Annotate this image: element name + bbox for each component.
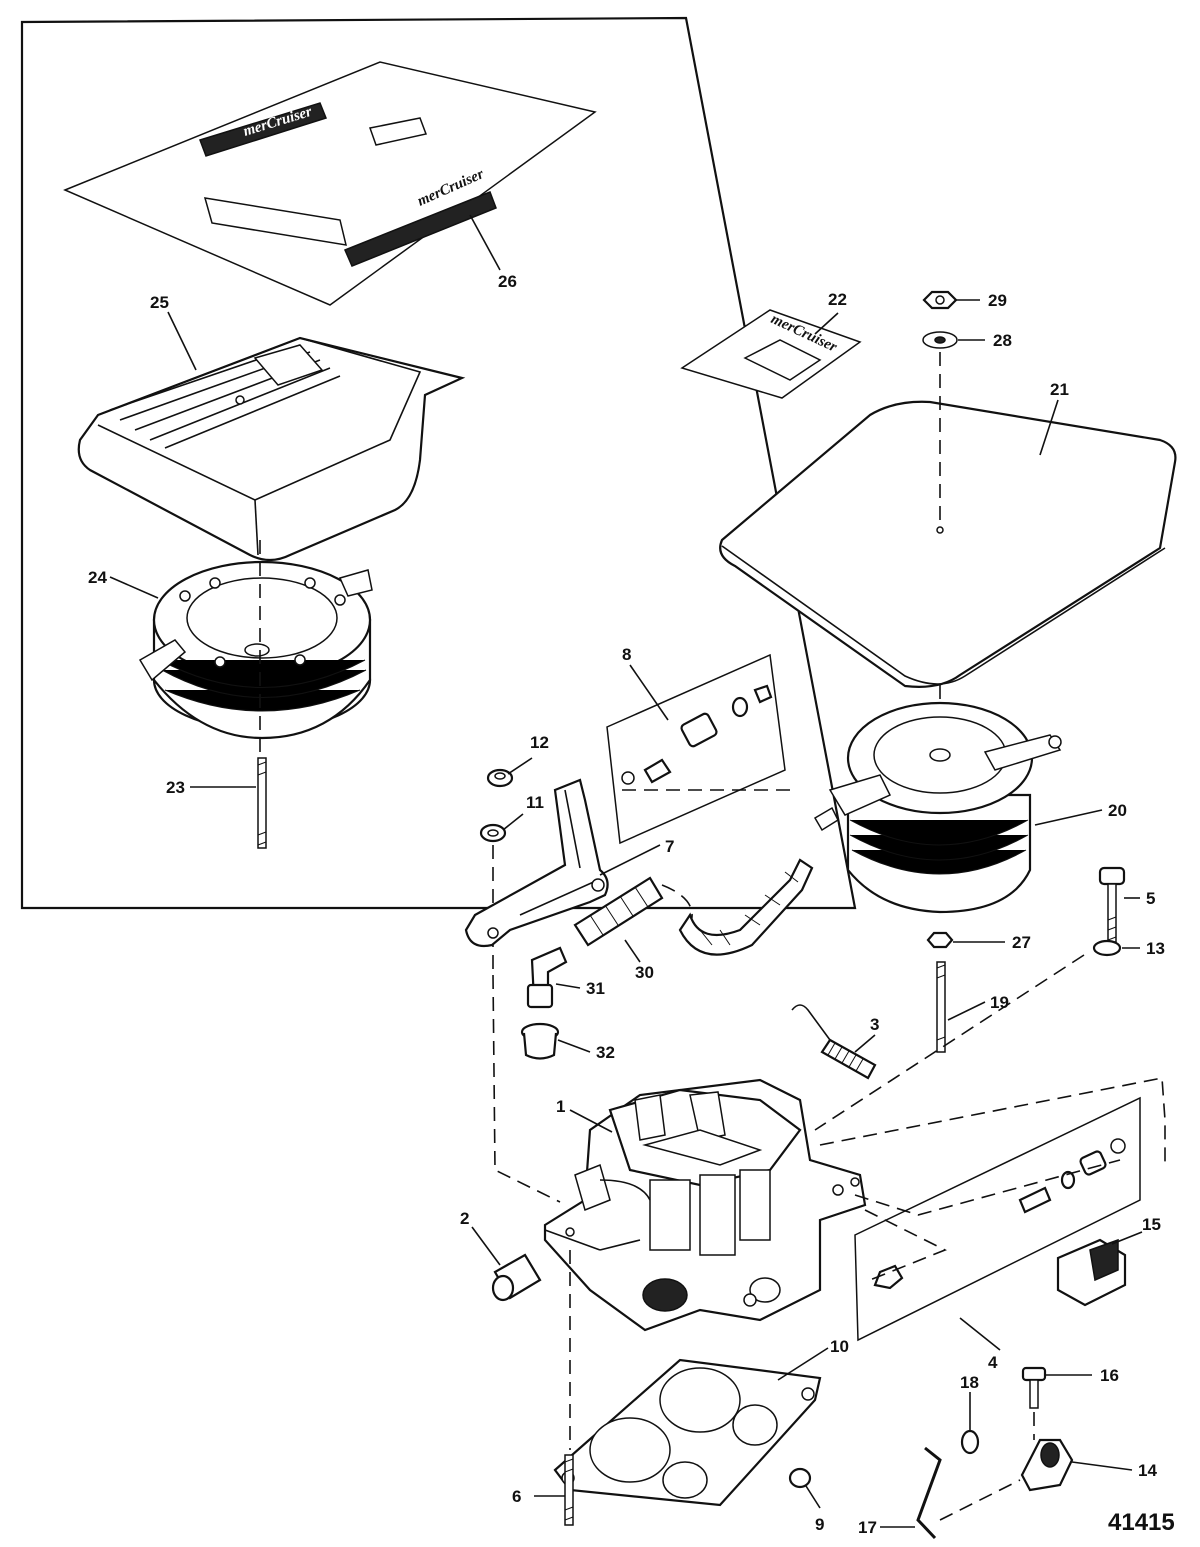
callout-20: 20 — [1108, 801, 1127, 820]
callout-6: 6 — [512, 1487, 521, 1506]
part-25-finned-cover — [77, 336, 466, 562]
callout-8: 8 — [622, 645, 631, 664]
part-32-grommet — [520, 1022, 560, 1060]
callout-32: 32 — [596, 1043, 615, 1062]
leader-lines — [109, 214, 1143, 1528]
part-12-nut — [486, 768, 514, 788]
callout-15: 15 — [1142, 1215, 1161, 1234]
callout-4: 4 — [988, 1353, 998, 1372]
figure-number: 41415 — [1108, 1509, 1175, 1536]
callout-19: 19 — [990, 993, 1009, 1012]
part-6-stud — [564, 1454, 574, 1526]
callout-2: 2 — [460, 1209, 469, 1228]
callout-17: 17 — [858, 1518, 877, 1537]
callout-18: 18 — [960, 1373, 979, 1392]
callout-10: 10 — [830, 1337, 849, 1356]
assembly-dash-lines — [492, 789, 1166, 1521]
callout-31: 31 — [586, 979, 605, 998]
part-10-gasket — [553, 1358, 822, 1507]
callout-9: 9 — [815, 1515, 824, 1534]
callout-5: 5 — [1146, 889, 1155, 908]
callout-24: 24 — [88, 568, 107, 587]
part-21-air-cleaner-cover — [719, 400, 1177, 688]
part-28-washer — [922, 331, 958, 349]
callout-28: 28 — [993, 331, 1012, 350]
part-11-washer — [479, 823, 507, 843]
part-16-screw — [1021, 1366, 1047, 1409]
part-2-fitting — [491, 1253, 542, 1302]
callout-3: 3 — [870, 1015, 879, 1034]
callout-21: 21 — [1050, 380, 1069, 399]
part-29-nut — [922, 290, 958, 310]
part-20-flame-arrestor — [813, 701, 1062, 914]
part-1-carburetor — [543, 1078, 867, 1332]
part-13-lock-washer — [1092, 939, 1122, 957]
part-7-bracket — [464, 778, 609, 948]
part-22-decal: merCruiser — [680, 309, 862, 399]
callout-14: 14 — [1138, 1461, 1157, 1480]
callout-22: 22 — [828, 290, 847, 309]
part-15-block — [1056, 1238, 1127, 1307]
part-5-bolt — [1098, 866, 1126, 943]
part-14-bracket — [1020, 1438, 1074, 1492]
callout-13: 13 — [1146, 939, 1165, 958]
callout-11: 11 — [526, 793, 544, 812]
part-26-decal-sheet: merCruiser merCruiser — [63, 61, 597, 306]
part-24-flame-arrestor — [138, 560, 373, 740]
part-3-spring — [791, 1004, 877, 1080]
part-19-stud — [936, 961, 946, 1053]
callout-12: 12 — [530, 733, 549, 752]
part-27-nut — [926, 931, 954, 949]
part-8-kit-card — [606, 653, 786, 845]
inset-panel — [20, 16, 857, 910]
callout-16: 16 — [1100, 1366, 1119, 1385]
part-18-washer — [960, 1429, 980, 1455]
callout-29: 29 — [988, 291, 1007, 310]
callout-23: 23 — [166, 778, 185, 797]
callout-1: 1 — [556, 1097, 565, 1116]
callout-25: 25 — [150, 293, 169, 312]
callout-27: 27 — [1012, 933, 1031, 952]
part-17-rod — [916, 1446, 942, 1540]
callout-7: 7 — [665, 837, 674, 856]
part-31-fitting — [526, 946, 568, 1009]
callout-26: 26 — [498, 272, 517, 291]
callout-labels: 26 25 24 23 22 21 29 28 8 20 12 11 7 5 1… — [88, 272, 1165, 1537]
part-23-stud — [257, 757, 267, 849]
part-9-plug — [788, 1467, 812, 1489]
callout-30: 30 — [635, 963, 654, 982]
part-30-hose — [573, 858, 814, 956]
part-4-kit-card — [854, 1096, 1141, 1342]
